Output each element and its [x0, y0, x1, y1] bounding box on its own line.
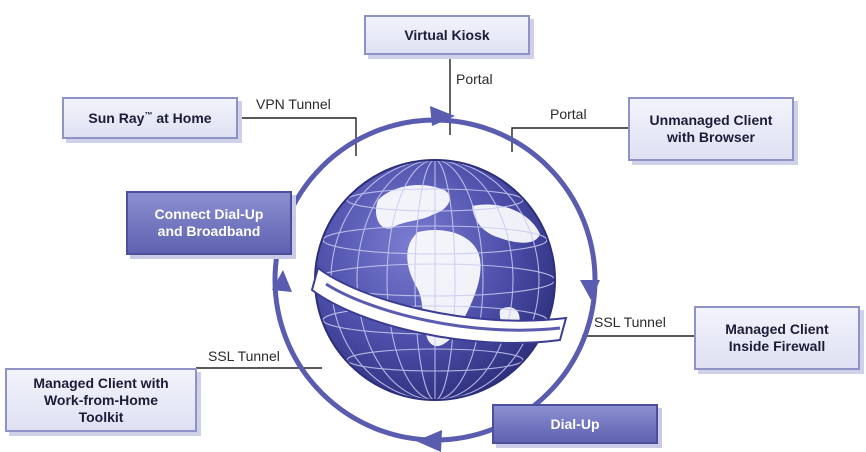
- orbit-arrow-top: [430, 106, 455, 126]
- sun-ray-home-box: Sun Ray™ at Home: [62, 97, 238, 139]
- globe-icon: [310, 159, 568, 401]
- managed-inside-box: Managed Client Inside Firewall: [694, 306, 860, 370]
- ssl-tunnel-right-label: SSL Tunnel: [594, 314, 666, 330]
- orbit-arrow-left: [272, 270, 292, 292]
- virtual-kiosk-box: Virtual Kiosk: [364, 15, 530, 55]
- managed-wfh-box: Managed Client with Work-from-Home Toolk…: [5, 368, 197, 432]
- orbit-arrow-right: [580, 280, 600, 300]
- dialup-label: Dial-Up: [550, 415, 600, 432]
- managed-inside-label: Managed Client Inside Firewall: [725, 321, 829, 354]
- connector-unmanaged-client: [511, 127, 628, 152]
- portal-top-label: Portal: [456, 71, 493, 87]
- unmanaged-client-box: Unmanaged Client with Browser: [628, 97, 794, 161]
- ssl-tunnel-left-label: SSL Tunnel: [208, 348, 280, 364]
- connect-dialup-box: Connect Dial-Up and Broadband: [126, 191, 292, 255]
- dialup-box: Dial-Up: [492, 404, 658, 444]
- orbit-arrow-bottom: [416, 430, 442, 452]
- sun-ray-home-label: Sun Ray™ at Home: [88, 109, 212, 126]
- vpn-tunnel-label: VPN Tunnel: [256, 96, 331, 112]
- connect-dialup-label: Connect Dial-Up and Broadband: [154, 206, 264, 239]
- unmanaged-client-label: Unmanaged Client with Browser: [649, 112, 773, 145]
- portal-right-label: Portal: [550, 106, 587, 122]
- globe-ribbon: [310, 266, 568, 344]
- managed-wfh-label: Managed Client with Work-from-Home Toolk…: [33, 374, 169, 425]
- virtual-kiosk-label: Virtual Kiosk: [404, 26, 490, 43]
- orbit-ring-icon: [272, 106, 600, 452]
